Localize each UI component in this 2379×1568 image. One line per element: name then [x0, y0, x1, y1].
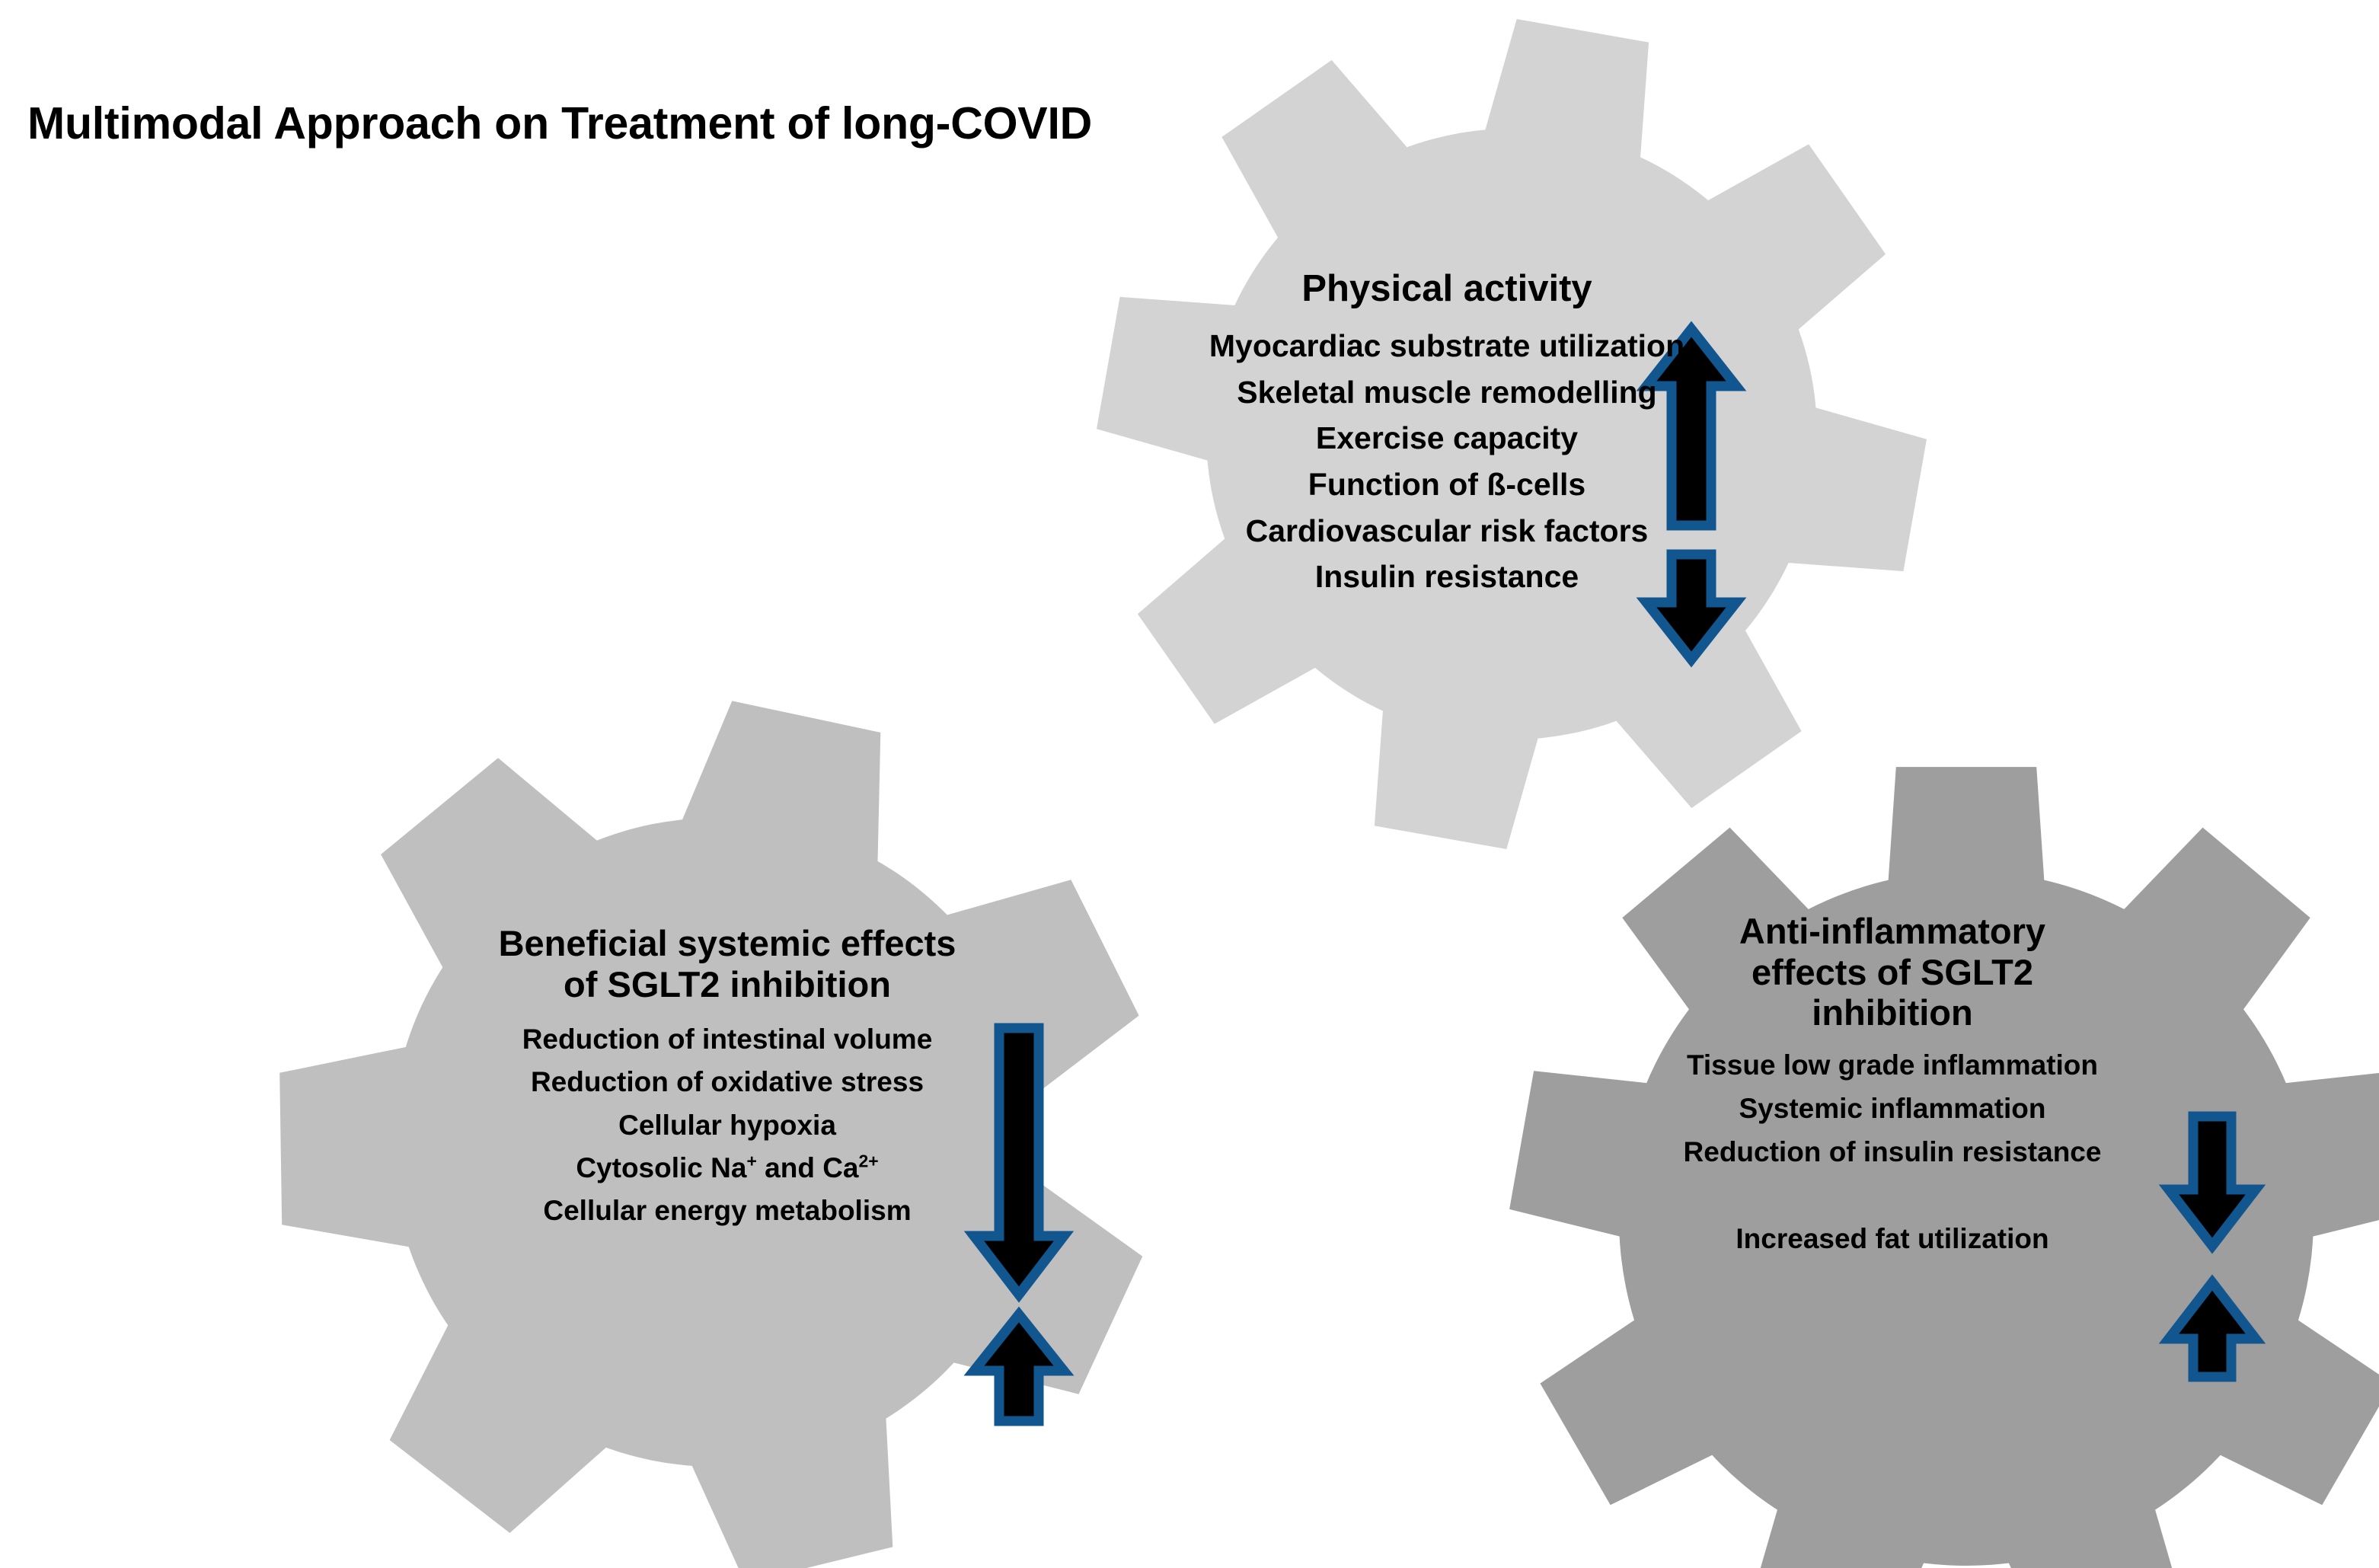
gear-item: Exercise capacity — [1315, 420, 1579, 456]
arrow-down-anti-inflammatory-effects — [2158, 1111, 2266, 1254]
gear-item: Insulin resistance — [1314, 559, 1579, 595]
gear-heading-line: of SGLT2 inhibition — [564, 963, 891, 1004]
gear-item: Cardiovascular risk factors — [1245, 513, 1649, 548]
arrow-up-beneficial-systemic-effects-shape — [963, 1306, 1075, 1426]
gear-heading-physical-activity: Physical activity — [1301, 268, 1592, 309]
gear-anti-inflammatory-effects-hub — [1619, 871, 2314, 1566]
gear-physical-activity-hub — [1206, 129, 1817, 739]
gear-item-list-anti-inflammatory-effects: Tissue low grade inflammation Systemic i… — [1626, 1044, 2159, 1261]
gear-physical-activity — [1097, 19, 1927, 849]
arrow-up-physical-activity-shape — [1636, 321, 1747, 531]
arrow-down-anti-inflammatory-effects-shape — [2158, 1111, 2266, 1254]
gear-anti-inflammatory-effects — [1509, 767, 2379, 1568]
gear-item: Tissue low grade inflammation — [1686, 1049, 2099, 1081]
gear-label-beneficial-systemic-effects: Beneficial systemic effects of SGLT2 inh… — [415, 923, 1039, 1232]
arrow-up-anti-inflammatory-effects-shape — [2158, 1274, 2266, 1382]
arrow-up-anti-inflammatory-effects — [2158, 1274, 2266, 1382]
gear-heading-line: Anti-inflammatory — [1739, 911, 2046, 951]
gear-beneficial-systemic-effects-hub — [391, 818, 1040, 1467]
gear-heading-line: Beneficial systemic effects — [498, 923, 956, 963]
gear-item-list-beneficial-systemic-effects: Reduction of intestinal volume Reduction… — [415, 1018, 1039, 1232]
gear-item: Cellular energy metabolism — [543, 1195, 912, 1227]
gear-beneficial-systemic-effects — [279, 701, 1143, 1568]
gear-item: Reduction of oxidative stress — [530, 1066, 924, 1098]
gear-item: Increased fat utilization — [1736, 1222, 2049, 1254]
arrow-down-physical-activity-shape — [1636, 549, 1747, 668]
gear-item: Systemic inflammation — [1739, 1092, 2046, 1124]
arrow-up-physical-activity — [1636, 321, 1747, 531]
gear-heading-line: inhibition — [1812, 992, 1973, 1033]
gear-heading-anti-inflammatory-effects: Anti-inflammatory effects of SGLT2 inhib… — [1626, 911, 2159, 1033]
arrow-down-beneficial-systemic-effects-shape — [963, 1023, 1075, 1303]
gear-item: Reduction of intestinal volume — [522, 1024, 933, 1055]
gear-item-list-physical-activity: Myocardiac substrate utilization Skeleta… — [1135, 323, 1759, 600]
gear-heading-line: effects of SGLT2 — [1752, 951, 2033, 992]
arrow-down-beneficial-systemic-effects — [963, 1023, 1075, 1303]
gear-item: Myocardiac substrate utilization — [1209, 327, 1685, 363]
gear-item: Skeletal muscle remodelling — [1237, 374, 1657, 410]
gear-item: Cellular hypoxia — [618, 1109, 836, 1141]
gear-heading-beneficial-systemic-effects: Beneficial systemic effects of SGLT2 inh… — [415, 923, 1039, 1004]
page-title: Multimodal Approach on Treatment of long… — [27, 98, 1093, 148]
gear-label-anti-inflammatory-effects: Anti-inflammatory effects of SGLT2 inhib… — [1626, 911, 2159, 1261]
gear-item-ions: Cytosolic Na+ and Ca2+ — [576, 1151, 879, 1183]
gear-item: Reduction of insulin resistance — [1683, 1135, 2102, 1167]
gear-item: Function of ß-cells — [1308, 466, 1586, 502]
arrow-down-physical-activity — [1636, 549, 1747, 668]
gear-label-physical-activity: Physical activity Myocardiac substrate u… — [1135, 268, 1759, 600]
arrow-up-beneficial-systemic-effects — [963, 1306, 1075, 1426]
